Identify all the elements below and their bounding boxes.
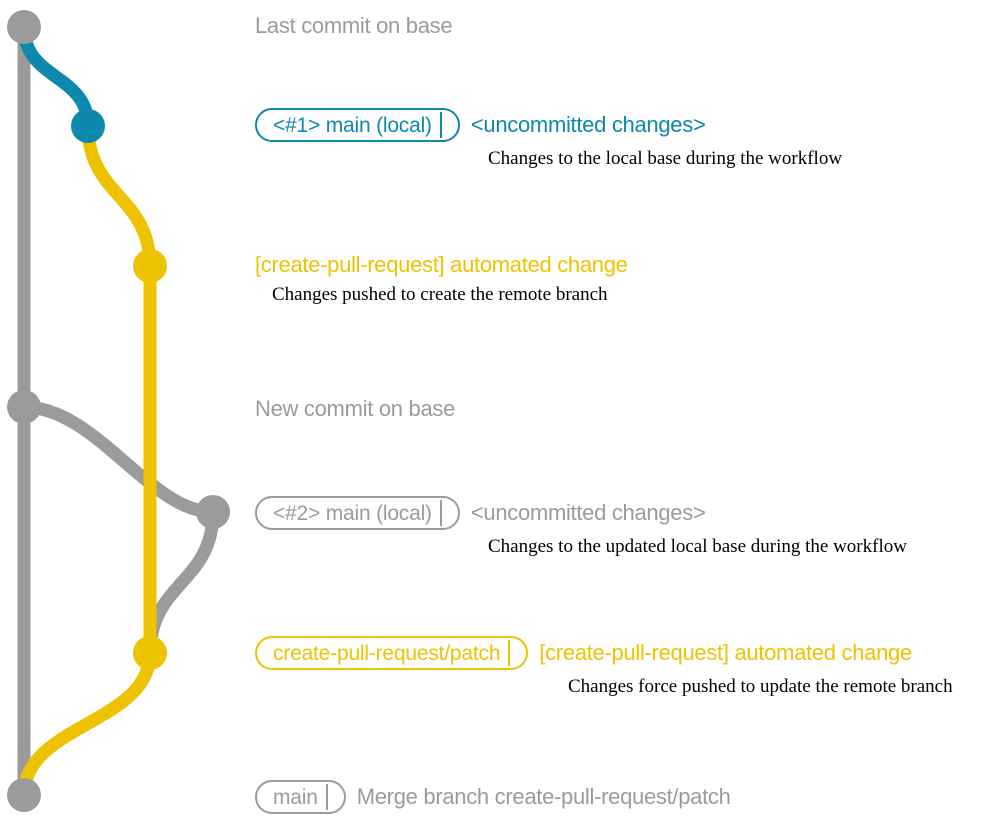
row-automated-change-1-head: [create-pull-request] automated change xyxy=(255,252,628,278)
row-merge-head: main Merge branch create-pull-request/pa… xyxy=(255,780,731,814)
base-commit-new-node[interactable] xyxy=(7,390,41,424)
local-branch-line-1 xyxy=(17,20,95,133)
branch-line-1 xyxy=(81,119,157,273)
row-local-2-title: <uncommitted changes> xyxy=(470,500,706,525)
merge-commit-node[interactable] xyxy=(7,778,41,812)
local-to-branch-line xyxy=(143,505,220,660)
branch-commit-1-node[interactable] xyxy=(133,249,167,283)
heading-new-commit-on-base: New commit on base xyxy=(255,396,456,421)
branch-merge-line xyxy=(17,646,157,802)
row-automated-change-2-head: create-pull-request/patch [create-pull-r… xyxy=(255,636,912,670)
branch-pill-main-local-1[interactable]: <#1> main (local) xyxy=(255,108,460,142)
row-local-2-description: Changes to the updated local base during… xyxy=(488,536,907,557)
local-branch-line-2 xyxy=(17,400,220,519)
row-local-1-head: <#1> main (local) <uncommitted changes> xyxy=(255,108,706,142)
branch-pill-main[interactable]: main xyxy=(255,780,346,814)
row-local-2: <#2> main (local) <uncommitted changes> … xyxy=(255,496,907,558)
row-automated-change-1-description: Changes pushed to create the remote bran… xyxy=(272,284,608,305)
row-merge: main Merge branch create-pull-request/pa… xyxy=(255,780,731,814)
row-automated-change-1-title: [create-pull-request] automated change xyxy=(255,252,628,277)
row-automated-change-1: [create-pull-request] automated change C… xyxy=(255,252,628,306)
branch-commit-2-node[interactable] xyxy=(133,636,167,670)
row-merge-title: Merge branch create-pull-request/patch xyxy=(356,784,731,809)
row-local-1-description: Changes to the local base during the wor… xyxy=(488,148,843,169)
row-local-1: <#1> main (local) <uncommitted changes> … xyxy=(255,108,842,170)
row-automated-change-2: create-pull-request/patch [create-pull-r… xyxy=(255,636,953,698)
branch-pill-create-pull-request-patch[interactable]: create-pull-request/patch xyxy=(255,636,529,670)
row-automated-change-2-title: [create-pull-request] automated change xyxy=(539,640,912,665)
local-commit-1-node[interactable] xyxy=(71,109,105,143)
row-local-1-title: <uncommitted changes> xyxy=(470,112,706,137)
base-commit-top-node[interactable] xyxy=(7,10,41,44)
row-automated-change-2-description: Changes force pushed to update the remot… xyxy=(568,676,953,697)
branch-pill-main-local-2[interactable]: <#2> main (local) xyxy=(255,496,460,530)
row-local-2-head: <#2> main (local) <uncommitted changes> xyxy=(255,496,706,530)
heading-last-commit-on-base: Last commit on base xyxy=(255,13,453,38)
local-commit-2-node[interactable] xyxy=(196,495,230,529)
